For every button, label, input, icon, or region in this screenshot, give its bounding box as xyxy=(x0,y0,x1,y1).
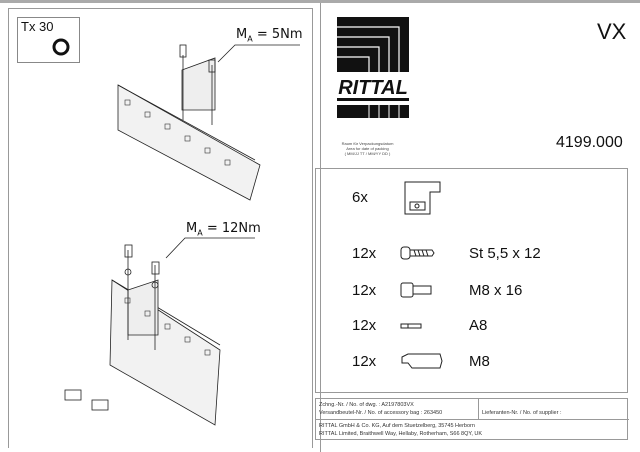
footer-table: Zchng.-Nr. / No. of dwg. : A2197803VX Ver… xyxy=(315,398,629,440)
part-label: M8 x 16 xyxy=(469,282,523,299)
address-de: RITTAL GmbH & Co. KG, Auf dem Stuetzelbe… xyxy=(319,423,475,429)
rittal-logo: RITTAL xyxy=(337,17,409,118)
washer-icon xyxy=(400,323,422,329)
part-count: 12x xyxy=(352,353,377,370)
packing-line: Area for date of packing xyxy=(346,146,389,151)
drawing-number: Zchng.-Nr. / No. of dwg. : A2197803VX xyxy=(319,402,414,408)
accessory-bag-number: Versandbeutel-Nr. / No. of accessory bag… xyxy=(319,410,443,416)
packing-date-area: Raum für Verpackungsdatum Area for date … xyxy=(340,141,395,156)
nut-icon xyxy=(401,353,443,369)
packing-line: ( MM/JJ TT / MM/YY DD ) xyxy=(344,151,391,156)
part-label: M8 xyxy=(469,353,490,370)
top-bar xyxy=(0,0,640,3)
torque-bottom: MA = 12Nm xyxy=(186,221,261,238)
drawing-frame xyxy=(8,8,313,448)
torque-top: MA = 5Nm xyxy=(236,27,303,44)
address-uk: RITTAL Limited, Braithwell Way, Hellaby,… xyxy=(319,431,483,437)
torx-icon xyxy=(52,38,70,56)
part-count: 12x xyxy=(352,245,377,262)
part-label: A8 xyxy=(469,317,488,334)
series-label: VX xyxy=(597,19,627,44)
tool-box: Tx 30 xyxy=(17,17,80,63)
part-count: 6x xyxy=(352,189,368,206)
part-count: 12x xyxy=(352,317,377,334)
part-label: St 5,5 x 12 xyxy=(469,245,541,262)
part-count: 12x xyxy=(352,282,377,299)
supplier-number: Lieferanten-Nr. / No. of supplier : xyxy=(482,410,562,416)
article-number: 4199.000 xyxy=(556,134,623,151)
logo-text: RITTAL xyxy=(338,77,408,99)
bolt-icon xyxy=(400,282,432,298)
packing-line: Raum für Verpackungsdatum xyxy=(341,141,394,146)
tool-label: Tx 30 xyxy=(21,19,54,34)
page-divider xyxy=(320,3,321,452)
bracket-icon xyxy=(404,181,441,215)
screw-icon xyxy=(400,246,435,260)
assembly-drawing-top xyxy=(64,44,300,426)
